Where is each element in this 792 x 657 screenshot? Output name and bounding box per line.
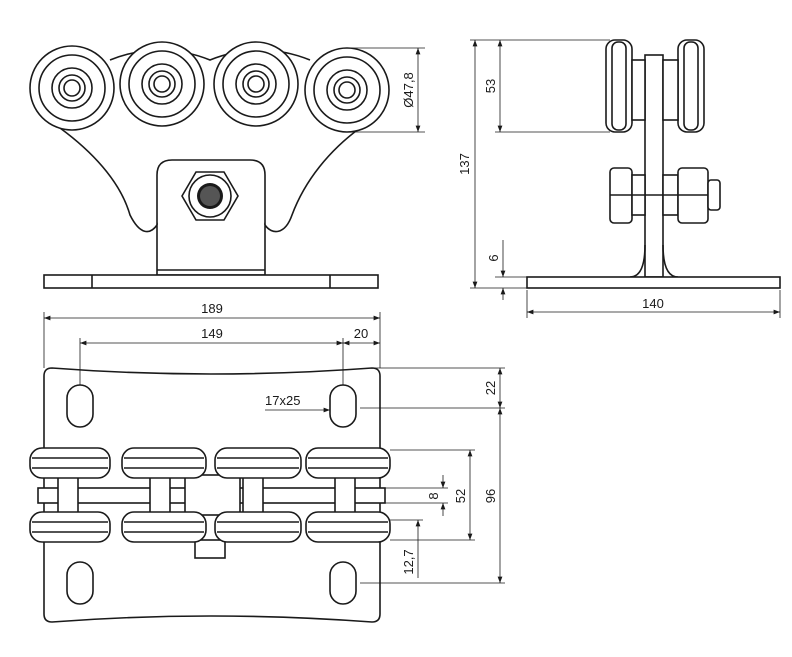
dim-hole-vertical-spacing: 96: [483, 489, 498, 503]
dim-wheel-width: 12,7: [401, 549, 416, 574]
side-base-plate: [526, 276, 781, 289]
side-view: 137 53 6 140: [457, 39, 781, 318]
dim-total-height: 137: [457, 153, 472, 175]
front-wheels: [29, 41, 390, 133]
wheel-row-top: [29, 447, 391, 521]
bolt: [609, 167, 721, 224]
hex-nut: [181, 171, 239, 221]
dim-hole-top-offset: 22: [483, 381, 498, 395]
dim-wheel-diameter: Ø47,8: [401, 72, 416, 107]
wheel: [119, 41, 205, 127]
wheel: [29, 45, 115, 131]
dim-wheel-span: 52: [453, 489, 468, 503]
dim-hole-spacing: 149: [201, 326, 223, 341]
dim-bar-thickness: 8: [426, 492, 441, 499]
dim-hole-edge-offset: 20: [354, 326, 368, 341]
dim-slot-size: 17x25: [265, 393, 300, 408]
base-plate: [43, 274, 379, 289]
wheel: [304, 47, 390, 133]
wheel-row-bottom: [29, 511, 391, 543]
wheel: [605, 39, 633, 133]
dim-wheel-height: 53: [483, 79, 498, 93]
dim-plate-length: 189: [201, 301, 223, 316]
wheel: [677, 39, 705, 133]
dim-plate-thickness: 6: [486, 254, 501, 261]
top-view: 189 149 20 17x25 22 96 52 8 12,7: [29, 301, 505, 623]
slot: [66, 561, 94, 605]
slot: [329, 561, 357, 605]
front-view: Ø47,8: [29, 41, 425, 289]
dim-side-width: 140: [642, 296, 664, 311]
wheel: [213, 41, 299, 127]
